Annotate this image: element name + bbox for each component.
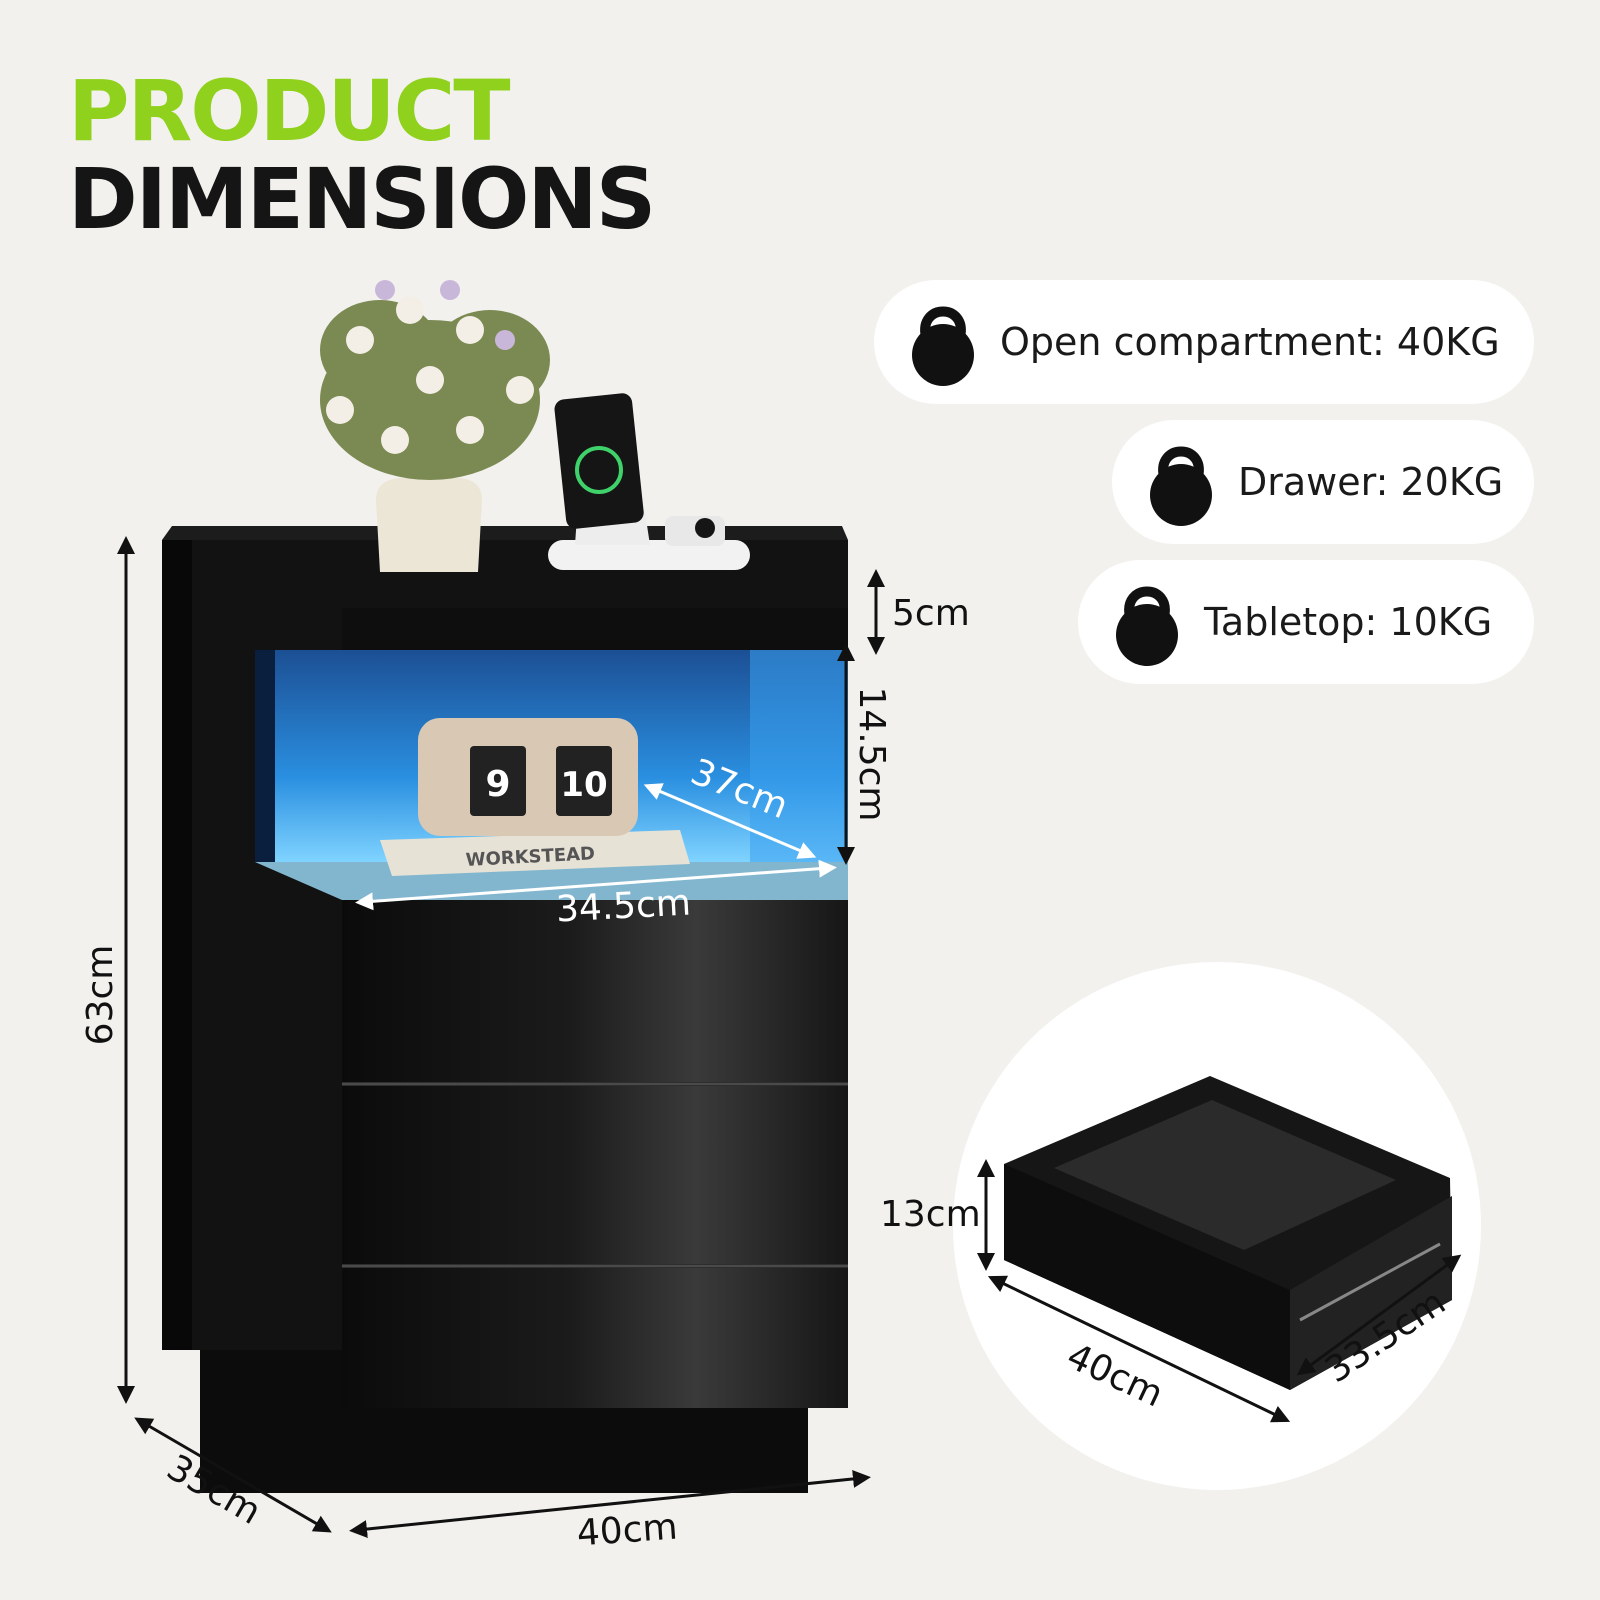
potted-plant <box>320 280 550 572</box>
compartment-width-label: 34.5cm <box>555 883 692 931</box>
dimension-top-thickness: 5cm <box>867 569 970 655</box>
drawer-width-label: 40cm <box>1061 1336 1170 1416</box>
dimension-compartment-height: 14.5cm <box>837 643 892 865</box>
drawer-height-label: 13cm <box>880 1194 981 1235</box>
compartment-height-label: 14.5cm <box>851 686 892 821</box>
height-label: 63cm <box>80 945 121 1046</box>
capacity-open-compartment: Open compartment: 40KG <box>874 280 1534 404</box>
dimension-width: 40cm <box>349 1469 871 1555</box>
drawer-front-3 <box>342 1268 848 1408</box>
capacity-tabletop: Tabletop: 10KG <box>1078 560 1534 684</box>
nightstand <box>162 526 848 1493</box>
nightstand-top-surface <box>162 526 848 540</box>
dimension-compartment-width: 34.5cm <box>355 859 837 931</box>
nightstand-top-edge <box>342 608 848 650</box>
kettlebell-icon <box>1116 586 1178 666</box>
title-line-1: PRODUCT <box>68 62 511 160</box>
clock-hour: 9 <box>485 764 510 805</box>
kettlebell-icon <box>1150 446 1212 526</box>
drawer-front-2 <box>342 1086 848 1264</box>
clock-minute: 10 <box>560 765 607 805</box>
drawer-front-1 <box>342 900 848 1082</box>
capacity-label: Tabletop: 10KG <box>1204 600 1493 644</box>
top-thickness-label: 5cm <box>892 593 970 634</box>
dimension-height: 63cm <box>80 536 135 1404</box>
wireless-charger <box>548 393 750 570</box>
width-label: 40cm <box>576 1507 679 1555</box>
title-line-2: DIMENSIONS <box>68 150 656 248</box>
capacity-label: Drawer: 20KG <box>1238 460 1504 504</box>
capacity-label: Open compartment: 40KG <box>1000 320 1500 364</box>
kettlebell-icon <box>912 306 974 386</box>
capacity-drawer: Drawer: 20KG <box>1112 420 1534 544</box>
dimension-drawer-height: 13cm <box>880 1159 995 1271</box>
